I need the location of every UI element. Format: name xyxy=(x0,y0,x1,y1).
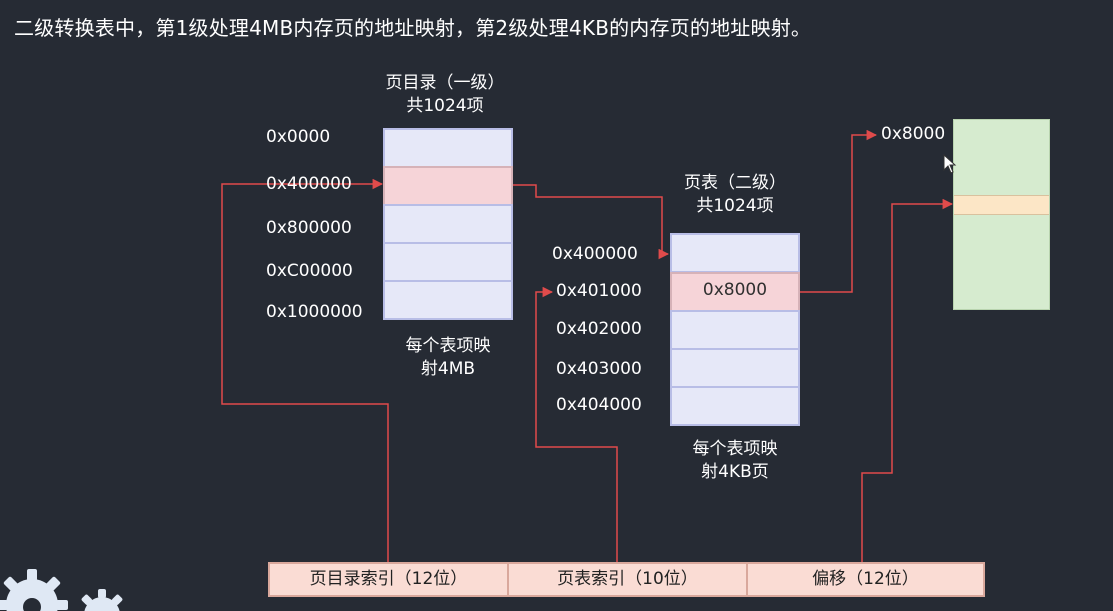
page-directory-title: 页目录（一级） xyxy=(385,73,505,93)
page-directory-caption: 页目录（一级） 共1024项 xyxy=(370,72,520,118)
directory-address-2: 0x800000 xyxy=(266,218,352,238)
directory-entry-4 xyxy=(383,280,513,320)
target-memory-location xyxy=(954,195,1049,215)
page-directory-count: 共1024项 xyxy=(406,96,484,116)
page-directory-note-line2: 射4MB xyxy=(420,359,476,379)
page-table-note-line2: 射4KB页 xyxy=(701,462,769,482)
directory-entry-0 xyxy=(383,128,513,168)
gear-icon xyxy=(0,569,123,611)
table-entry-1: 0x8000 xyxy=(670,272,800,312)
page-table-title: 页表（二级） xyxy=(684,173,786,193)
table-entry-2 xyxy=(670,310,800,350)
page-directory-note: 每个表项映 射4MB xyxy=(378,335,518,381)
table-address-4: 0x404000 xyxy=(556,395,642,415)
directory-entry-1 xyxy=(383,166,513,206)
table-to-memory-arrow xyxy=(799,129,878,293)
directory-entry-2 xyxy=(383,204,513,244)
directory-index-arrow xyxy=(221,178,389,565)
page-directory-note-line1: 每个表项映 xyxy=(405,336,491,356)
page-title: 二级转换表中，第1级处理4MB内存页的地址映射，第2级处理4KB的内存页的地址映… xyxy=(14,16,812,40)
directory-address-0: 0x0000 xyxy=(266,127,331,147)
directory-address-3: 0xC00000 xyxy=(266,261,353,281)
page-table-note: 每个表项映 射4KB页 xyxy=(665,438,805,484)
address-field-directory-index: 页目录索引（12位） xyxy=(268,562,509,597)
page-table-caption: 页表（二级） 共1024项 xyxy=(660,172,810,218)
page-table-count: 共1024项 xyxy=(696,196,774,216)
mouse-cursor-icon xyxy=(943,154,957,174)
table-entry-value: 0x8000 xyxy=(702,280,768,300)
table-address-3: 0x403000 xyxy=(556,359,642,379)
directory-address-4: 0x1000000 xyxy=(266,302,363,322)
table-address-1: 0x401000 xyxy=(556,281,642,301)
table-entry-4 xyxy=(670,386,800,426)
table-address-0: 0x400000 xyxy=(552,244,638,264)
table-index-arrow xyxy=(535,286,618,565)
table-address-2: 0x402000 xyxy=(556,319,642,339)
table-entry-0 xyxy=(670,233,800,273)
directory-entry-3 xyxy=(383,242,513,282)
page-table-note-line1: 每个表项映 xyxy=(692,439,778,459)
memory-start-address: 0x8000 xyxy=(881,124,946,144)
directory-to-table-arrow xyxy=(512,184,670,260)
table-entry-3 xyxy=(670,348,800,388)
address-field-table-index: 页表索引（10位） xyxy=(507,562,748,597)
offset-arrow xyxy=(861,198,954,565)
address-field-offset: 偏移（12位） xyxy=(746,562,985,597)
directory-address-1: 0x400000 xyxy=(266,174,352,194)
